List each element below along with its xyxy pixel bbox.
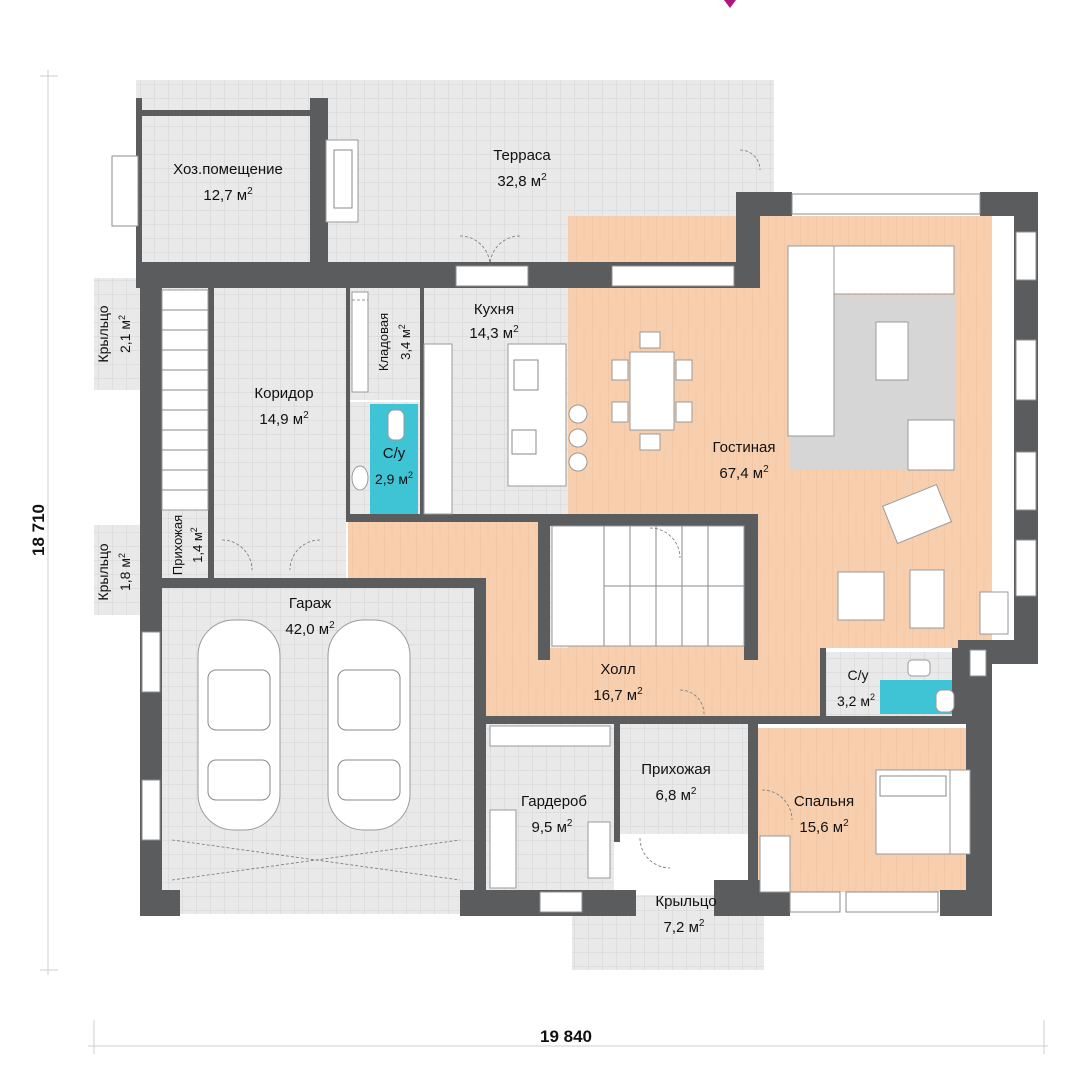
svg-text:Хоз.помещение: Хоз.помещение: [173, 161, 283, 178]
room-corridor-label: Коридор 14,9 м2: [254, 385, 313, 428]
svg-text:6,8 м2: 6,8 м2: [656, 786, 697, 804]
room-garage-label: Гараж 42,0 м2: [285, 595, 335, 638]
svg-text:Крыльцо: Крыльцо: [655, 893, 716, 910]
svg-text:7,2 м2: 7,2 м2: [664, 918, 705, 936]
svg-text:Крыльцо: Крыльцо: [95, 305, 111, 362]
room-porch2-label: Крыльцо 1,8 м2: [95, 543, 133, 600]
svg-text:Прихожая: Прихожая: [170, 515, 185, 575]
svg-text:Кухня: Кухня: [474, 301, 514, 318]
room-entry2-label: Прихожая 6,8 м2: [641, 761, 711, 804]
svg-text:Прихожая: Прихожая: [641, 761, 711, 778]
svg-text:32,8 м2: 32,8 м2: [497, 172, 547, 190]
room-utility-label: Хоз.помещение 12,7 м2: [173, 161, 283, 204]
room-wc1-label: С/у 2,9 м2: [375, 445, 413, 487]
svg-text:3,2 м2: 3,2 м2: [837, 692, 875, 709]
svg-text:2,9 м2: 2,9 м2: [375, 470, 413, 487]
room-wc2-label: С/у 3,2 м2: [837, 667, 875, 709]
garage-cars: [171, 619, 461, 881]
utility-floor: [140, 115, 312, 265]
wc2-fixtures: [907, 659, 955, 713]
utility-fixtures: [325, 139, 359, 223]
room-terrace-label: Терраса 32,8 м2: [493, 147, 551, 190]
svg-text:15,6 м2: 15,6 м2: [799, 818, 849, 836]
svg-text:Холл: Холл: [600, 661, 635, 678]
dining-table: [611, 331, 693, 451]
svg-text:Спальня: Спальня: [794, 793, 854, 810]
room-living-label: Гостиная 67,4 м2: [713, 439, 776, 482]
entry2-floor: [620, 722, 748, 834]
porch2-floor: [94, 525, 142, 615]
svg-text:67,4 м2: 67,4 м2: [719, 464, 769, 482]
room-porch3-label: Крыльцо 7,2 м2: [655, 893, 716, 936]
room-bedroom-label: Спальня 15,6 м2: [794, 793, 854, 836]
svg-text:16,7 м2: 16,7 м2: [593, 686, 643, 704]
svg-text:3,4 м2: 3,4 м2: [397, 324, 413, 360]
windows: [111, 155, 1037, 913]
accent-mark: [724, 0, 736, 8]
svg-text:14,3 м2: 14,3 м2: [469, 324, 519, 342]
porch1-floor: [94, 278, 142, 390]
room-hall-label: Холл 16,7 м2: [593, 661, 643, 704]
svg-text:14,9 м2: 14,9 м2: [259, 410, 309, 428]
svg-text:Кладовая: Кладовая: [376, 313, 391, 371]
room-pantry-label: Кладовая 3,4 м2: [376, 313, 413, 371]
svg-text:Терраса: Терраса: [493, 147, 551, 164]
pantry-shelves: [351, 291, 369, 393]
svg-text:С/у: С/у: [383, 445, 406, 462]
living-furniture: [787, 245, 1009, 635]
doors: [221, 149, 793, 869]
svg-text:1,4 м2: 1,4 м2: [189, 527, 205, 563]
svg-text:2,1 м2: 2,1 м2: [117, 315, 133, 353]
svg-text:С/у: С/у: [848, 667, 869, 683]
svg-text:12,7 м2: 12,7 м2: [203, 186, 253, 204]
svg-text:Гостиная: Гостиная: [713, 439, 776, 456]
room-entry1-label: Прихожая 1,4 м2: [170, 515, 205, 575]
hall-floor: [348, 522, 822, 716]
dimension-lines: [40, 70, 1048, 1054]
svg-text:42,0 м2: 42,0 м2: [285, 620, 335, 638]
room-porch1-label: Крыльцо 2,1 м2: [95, 305, 133, 362]
svg-text:Коридор: Коридор: [254, 385, 313, 402]
stairs-center: [551, 525, 745, 647]
svg-text:Крыльцо: Крыльцо: [95, 543, 111, 600]
svg-text:1,8 м2: 1,8 м2: [117, 553, 133, 591]
room-kitchen-label: Кухня 14,3 м2: [469, 301, 519, 342]
svg-text:Гардероб: Гардероб: [521, 793, 587, 810]
bedroom-furniture: [759, 769, 971, 893]
kitchen-fixtures: [423, 343, 588, 515]
svg-text:Гараж: Гараж: [289, 595, 331, 612]
svg-text:9,5 м2: 9,5 м2: [532, 818, 573, 836]
dimension-width: 19 840: [540, 1027, 592, 1046]
stairs-left: [161, 289, 209, 511]
room-wardrobe-label: Гардероб 9,5 м2: [521, 793, 587, 836]
wardrobe-fixtures: [489, 725, 611, 889]
wc1-fixtures: [351, 409, 405, 491]
dimension-height: 18 710: [29, 504, 48, 556]
